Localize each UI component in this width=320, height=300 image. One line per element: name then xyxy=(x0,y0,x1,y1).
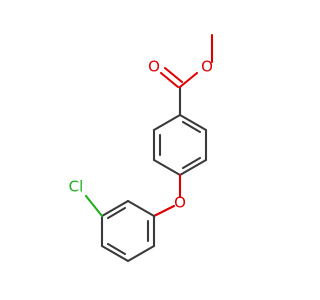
ring1-bond xyxy=(152,158,182,177)
chlorophenyl-ring xyxy=(100,199,156,263)
ester-group: O O xyxy=(148,33,214,117)
chlorine-substituent: Cl xyxy=(69,178,104,218)
bond-c-o-double-b xyxy=(163,66,184,84)
ether-oxygen-label: O xyxy=(174,194,186,212)
carbonyl-oxygen-label: O xyxy=(148,58,160,76)
ring2-bond xyxy=(126,244,156,263)
bond-ring2-to-chlorine xyxy=(84,194,104,218)
ring1-bond xyxy=(178,113,208,132)
ring2-bond xyxy=(100,199,130,218)
ether-linkage: O xyxy=(152,173,186,218)
bond-oxygen-to-ring2 xyxy=(152,204,176,218)
ring1-double-bond xyxy=(181,120,202,134)
ring2-bond xyxy=(100,244,130,263)
ring1-bond xyxy=(178,158,208,177)
bond-c-o-double-a xyxy=(159,71,180,89)
chlorine-label: Cl xyxy=(69,178,84,196)
ring1-double-bond xyxy=(181,156,202,170)
ester-oxygen-label: O xyxy=(201,58,213,76)
ring2-double-bond xyxy=(106,242,127,256)
benzoate-ring xyxy=(152,113,208,177)
ring1-bond xyxy=(152,113,182,132)
bond-c-o-single xyxy=(178,71,199,89)
ring2-double-bond xyxy=(106,206,127,220)
ring2-bond xyxy=(126,199,156,218)
chemical-structure-diagram: O O O Cl xyxy=(69,33,214,263)
